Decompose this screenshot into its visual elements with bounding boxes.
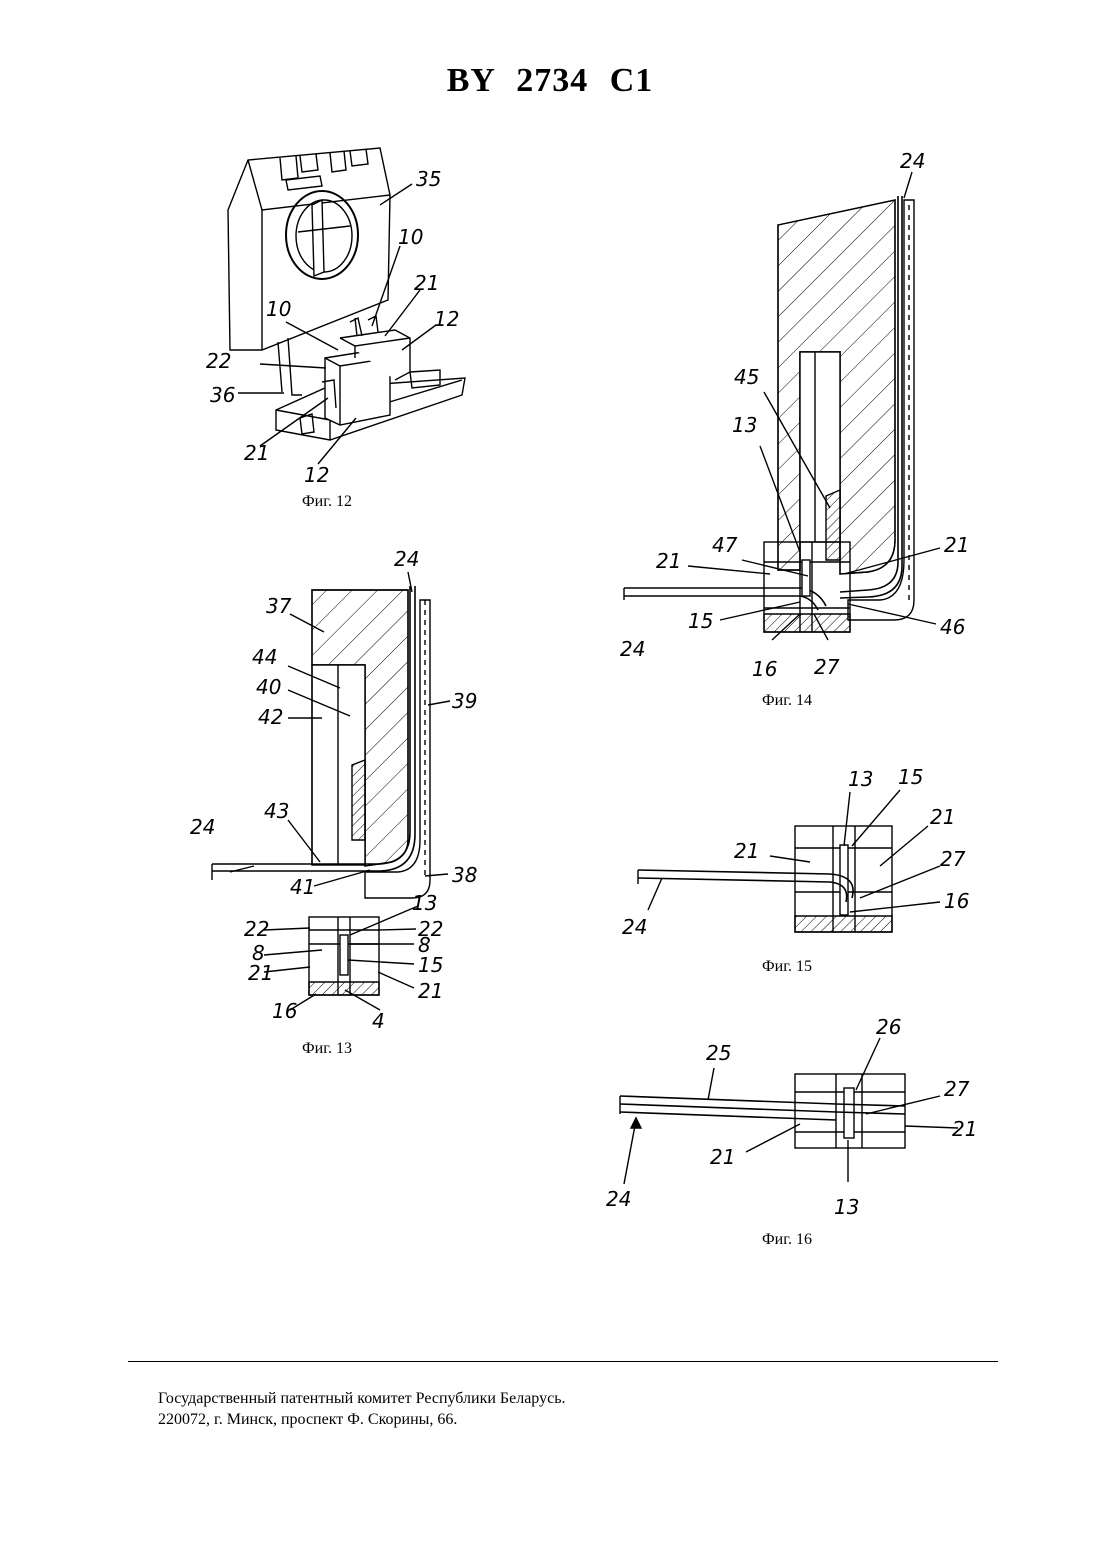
figure-12-caption: Фиг. 12 — [302, 493, 352, 511]
fig12-label-12a: 12 — [434, 307, 459, 331]
figure-16-drawing — [620, 1038, 958, 1184]
footer-address: Государственный патентный комитет Респуб… — [158, 1388, 566, 1430]
figure-15-caption: Фиг. 15 — [762, 958, 812, 976]
fig14-label-46: 46 — [940, 615, 965, 639]
fig13-label-21a: 21 — [248, 961, 273, 985]
fig12-label-35: 35 — [416, 167, 441, 191]
fig12-label-12b: 12 — [304, 463, 329, 487]
fig15-label-24: 24 — [622, 915, 647, 939]
fig14-label-13: 13 — [732, 413, 757, 437]
fig13-label-44: 44 — [252, 645, 277, 669]
fig12-label-21a: 21 — [414, 271, 439, 295]
fig15-label-15: 15 — [898, 765, 923, 789]
fig14-label-27: 27 — [814, 655, 840, 679]
fig14-label-45: 45 — [734, 365, 759, 389]
figure-16-caption: Фиг. 16 — [762, 1231, 812, 1249]
fig13-label-40: 40 — [256, 675, 281, 699]
figure-15-drawing — [638, 790, 940, 932]
fig15-label-27: 27 — [940, 847, 966, 871]
fig12-label-10a: 10 — [398, 225, 423, 249]
fig13-label-43: 43 — [264, 799, 289, 823]
figure-15-labels: 13 15 21 21 27 16 24 — [622, 765, 969, 939]
fig16-label-24: 24 — [606, 1187, 631, 1211]
fig13-label-4: 4 — [372, 1009, 385, 1033]
fig12-label-22: 22 — [206, 349, 231, 373]
fig15-label-13: 13 — [848, 767, 873, 791]
fig13-label-13: 13 — [412, 891, 437, 915]
fig13-label-24a: 24 — [394, 547, 419, 571]
fig14-label-47: 47 — [712, 533, 738, 557]
fig13-label-24b: 24 — [190, 815, 215, 839]
fig13-label-15: 15 — [418, 953, 443, 977]
fig14-label-24b: 24 — [620, 637, 645, 661]
figure-13-caption: Фиг. 13 — [302, 1040, 352, 1058]
figure-16-labels: 25 26 27 21 21 24 13 — [606, 1015, 977, 1219]
figure-13-drawing — [212, 572, 450, 898]
fig16-label-21a: 21 — [952, 1117, 977, 1141]
figure-13-detail — [264, 906, 418, 1010]
fig15-label-21b: 21 — [930, 805, 955, 829]
fig16-label-26: 26 — [876, 1015, 901, 1039]
fig12-label-36: 36 — [210, 383, 235, 407]
fig16-label-25: 25 — [706, 1041, 731, 1065]
fig13-label-42: 42 — [258, 705, 283, 729]
fig13-label-21b: 21 — [418, 979, 443, 1003]
figure-12-drawing — [228, 148, 465, 464]
fig15-label-16: 16 — [944, 889, 969, 913]
fig14-label-21b: 21 — [944, 533, 969, 557]
figure-14-caption: Фиг. 14 — [762, 692, 812, 710]
footer-line-1: Государственный патентный комитет Респуб… — [158, 1388, 566, 1409]
fig13-label-39: 39 — [452, 689, 477, 713]
fig14-label-16: 16 — [752, 657, 777, 681]
fig12-label-21b: 21 — [244, 441, 269, 465]
fig16-label-27: 27 — [944, 1077, 970, 1101]
fig14-label-15: 15 — [688, 609, 713, 633]
footer-divider — [128, 1361, 998, 1362]
fig13-label-38: 38 — [452, 863, 477, 887]
fig13-label-16: 16 — [272, 999, 297, 1023]
fig14-label-21a: 21 — [656, 549, 681, 573]
fig14-label-24a: 24 — [900, 149, 925, 173]
fig16-label-13: 13 — [834, 1195, 859, 1219]
fig16-label-21b: 21 — [710, 1145, 735, 1169]
fig13-label-37: 37 — [266, 594, 292, 618]
fig13-label-22a: 22 — [244, 917, 269, 941]
fig12-label-10b: 10 — [266, 297, 291, 321]
fig15-label-21a: 21 — [734, 839, 759, 863]
fig13-label-41: 41 — [290, 875, 315, 899]
footer-line-2: 220072, г. Минск, проспект Ф. Скорины, 6… — [158, 1409, 566, 1430]
